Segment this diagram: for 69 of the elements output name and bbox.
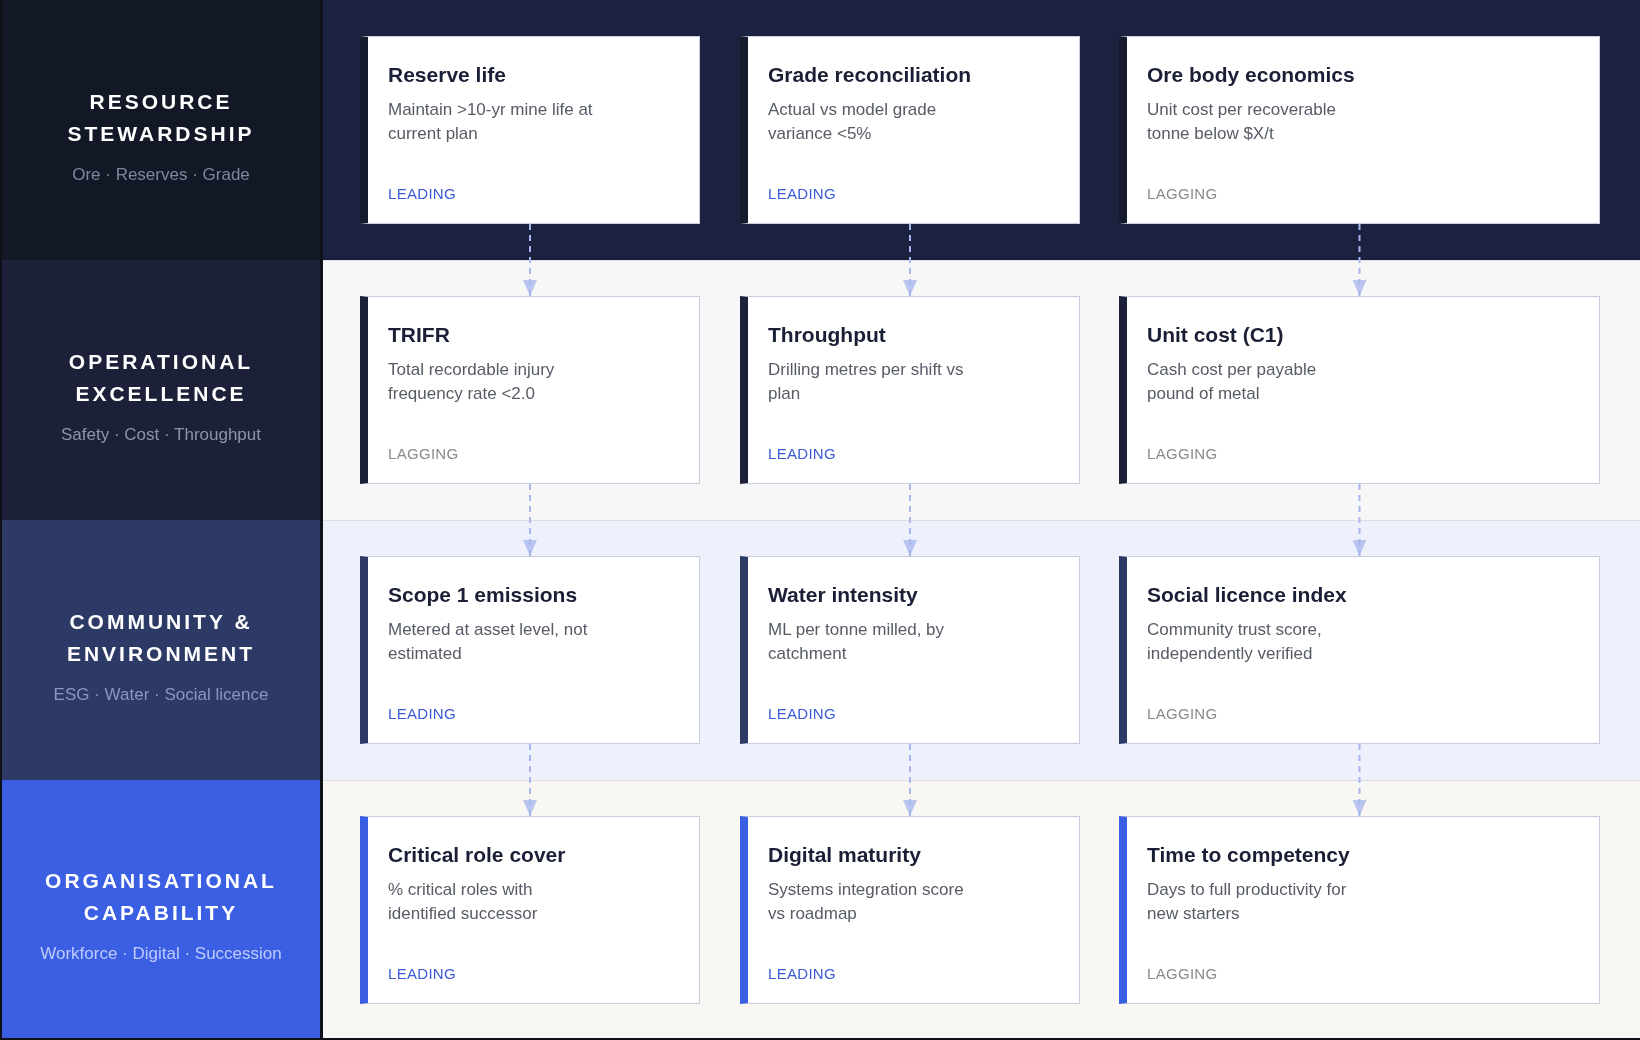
kpi-title: Critical role cover xyxy=(388,842,566,868)
category-subtitle: Ore · Reserves · Grade xyxy=(72,164,250,186)
kpi-description: Cash cost per payable pound of metal xyxy=(1147,359,1318,405)
kpi-description: Actual vs model grade variance <5% xyxy=(768,99,938,145)
kpi-description: % critical roles with identified successor xyxy=(388,879,539,925)
kpi-description: Maintain >10-yr mine life at current plan xyxy=(388,99,594,145)
category-subtitle: Safety · Cost · Throughput xyxy=(61,424,261,446)
category-panel xyxy=(2,520,320,780)
category-subtitle: ESG · Water · Social licence xyxy=(53,684,269,706)
category-panel xyxy=(2,0,320,260)
kpi-title: Time to competency xyxy=(1147,842,1350,868)
kpi-title: Digital maturity xyxy=(768,842,921,868)
kpi-description: Drilling metres per shift vs plan xyxy=(768,359,965,405)
dashed-arrow xyxy=(1352,743,1367,817)
kpi-title: Unit cost (C1) xyxy=(1147,322,1284,348)
indicator-label: LAGGING xyxy=(1147,445,1218,463)
kpi-card xyxy=(360,556,700,744)
indicator-label: LEADING xyxy=(768,185,836,203)
kpi-description: ML per tonne milled, by catchment xyxy=(768,619,946,665)
dashed-arrow xyxy=(903,743,917,817)
indicator-label: LEADING xyxy=(768,445,836,463)
category-subtitle: Workforce · Digital · Succession xyxy=(40,943,282,965)
dashed-arrow xyxy=(523,223,537,297)
kpi-title: Social licence index xyxy=(1147,582,1347,608)
kpi-title: Reserve life xyxy=(388,62,506,88)
kpi-title: Throughput xyxy=(768,322,886,348)
dashed-arrow xyxy=(523,483,537,557)
kpi-description: Unit cost per recoverable tonne below $X/t xyxy=(1147,99,1337,145)
kpi-card xyxy=(740,556,1080,744)
category-title: ORGANISATIONAL CAPABILITY xyxy=(44,868,278,926)
category-panel xyxy=(2,260,320,520)
dashed-arrow xyxy=(523,743,537,817)
category-title: OPERATIONAL EXCELLENCE xyxy=(67,349,255,407)
indicator-label: LEADING xyxy=(388,965,456,983)
kpi-description: Days to full productivity for new starters xyxy=(1147,879,1348,925)
indicator-label: LAGGING xyxy=(1147,185,1218,203)
kpi-description: Metered at asset level, not estimated xyxy=(388,619,589,665)
kpi-title: Ore body economics xyxy=(1147,62,1355,88)
indicator-label: LEADING xyxy=(768,705,836,723)
indicator-label: LEADING xyxy=(388,705,456,723)
kpi-card xyxy=(740,36,1080,224)
kpi-description: Total recordable injury frequency rate <2.0 xyxy=(388,359,556,405)
kpi-title: Water intensity xyxy=(768,582,918,608)
category-panel xyxy=(2,780,320,1038)
kpi-title: TRIFR xyxy=(388,322,450,348)
category-title: RESOURCE STEWARDSHIP xyxy=(66,89,256,147)
indicator-label: LAGGING xyxy=(1147,705,1218,723)
kpi-card xyxy=(1119,556,1600,744)
kpi-card xyxy=(1119,816,1600,1004)
indicator-label: LAGGING xyxy=(1147,965,1218,983)
kpi-description: Community trust score, independently verified xyxy=(1147,619,1323,665)
dashed-arrow xyxy=(903,223,917,297)
dashed-arrow xyxy=(1352,223,1367,297)
category-title: COMMUNITY & ENVIRONMENT xyxy=(65,609,257,667)
dashed-arrow xyxy=(903,483,917,557)
dashed-arrow xyxy=(1352,483,1367,557)
indicator-label: LAGGING xyxy=(388,445,459,463)
kpi-card xyxy=(360,36,700,224)
kpi-card xyxy=(360,816,700,1004)
kpi-card xyxy=(1119,36,1600,224)
kpi-description: Systems integration score vs roadmap xyxy=(768,879,965,925)
indicator-label: LEADING xyxy=(768,965,836,983)
kpi-title: Scope 1 emissions xyxy=(388,582,578,608)
kpi-title: Grade reconciliation xyxy=(768,62,972,88)
kpi-card xyxy=(1119,296,1600,484)
kpi-card xyxy=(360,296,700,484)
kpi-card xyxy=(740,816,1080,1004)
indicator-label: LEADING xyxy=(388,185,456,203)
kpi-card xyxy=(740,296,1080,484)
